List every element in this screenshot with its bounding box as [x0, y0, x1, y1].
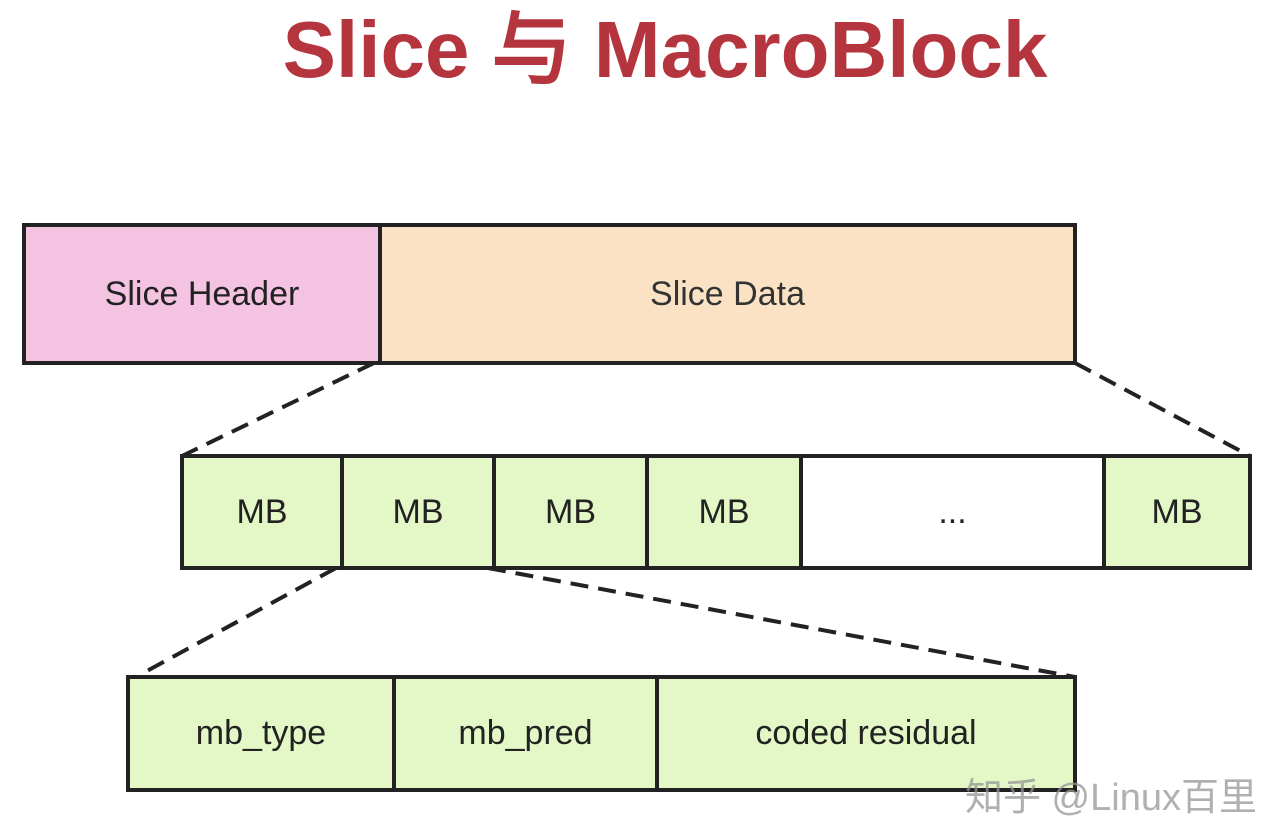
coded-residual-label: coded residual [755, 714, 977, 752]
macroblock: MB [340, 458, 492, 566]
connector-line [181, 361, 375, 458]
mb-type-box: mb_type [130, 679, 392, 788]
mb-fields-row: mb_type mb_pred coded residual [126, 675, 1077, 792]
macroblock-label: MB [698, 492, 750, 531]
slice-data-label: Slice Data [650, 274, 805, 313]
macroblock-ellipsis: ... [799, 458, 1102, 566]
connector-line [144, 566, 337, 674]
watermark: 知乎 @Linux百里 [965, 777, 1257, 819]
connector-line [487, 566, 1076, 679]
slice-header-box: Slice Header [26, 227, 378, 361]
macroblock-label: MB [545, 492, 596, 531]
mb-pred-label: mb_pred [458, 714, 593, 752]
slice-header-label: Slice Header [104, 274, 300, 313]
macroblock: MB [1102, 458, 1248, 566]
diagram-title: Slice 与 MacroBlock [282, 5, 1048, 94]
macroblock: MB [184, 458, 340, 566]
mb-type-label: mb_type [195, 714, 327, 752]
macroblock-label: MB [392, 492, 444, 531]
macroblock: MB [645, 458, 799, 566]
macroblock-row: MB MB MB MB ... MB [180, 454, 1252, 570]
macroblock-label: MB [236, 492, 288, 531]
slice-data-box: Slice Data [378, 227, 1073, 361]
mb-pred-box: mb_pred [392, 679, 655, 788]
connector-line [1074, 361, 1251, 458]
ellipsis-label: ... [938, 492, 967, 531]
coded-residual-box: coded residual [655, 679, 1073, 788]
macroblock-label: MB [1151, 492, 1203, 531]
slice-row: Slice Header Slice Data [22, 223, 1077, 365]
macroblock: MB [492, 458, 645, 566]
